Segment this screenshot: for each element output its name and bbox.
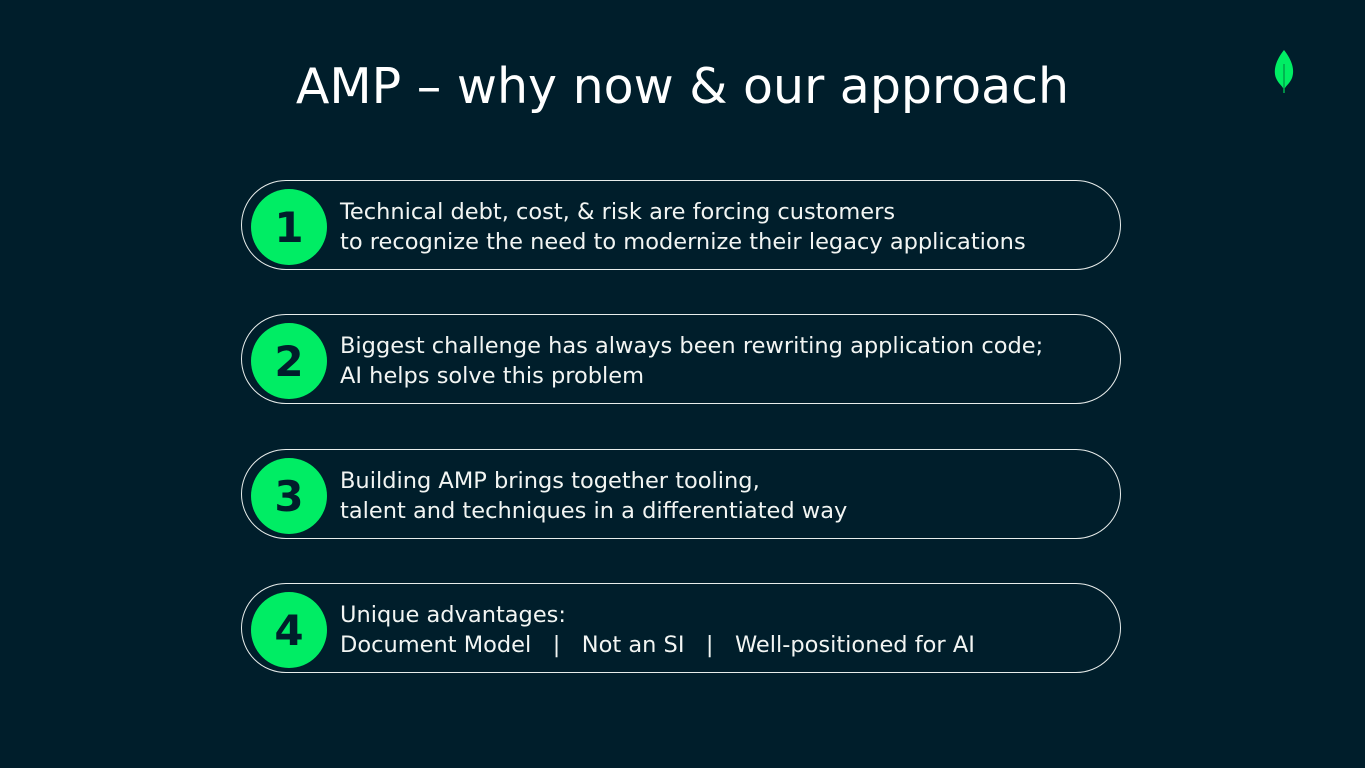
- leaf-icon: [1274, 50, 1294, 93]
- number-badge: 4: [251, 592, 327, 668]
- number-badge: 2: [251, 323, 327, 399]
- slide-title: AMP – why now & our approach: [295, 58, 1070, 115]
- point-card-2: 2 Biggest challenge has always been rewr…: [241, 314, 1121, 404]
- point-text: Biggest challenge has always been rewrit…: [340, 333, 1044, 389]
- point-card-3: 3 Building AMP brings together tooling,t…: [241, 449, 1121, 539]
- point-text: Technical debt, cost, & risk are forcing…: [340, 199, 1026, 255]
- number-badge: 1: [251, 189, 327, 265]
- point-text: Building AMP brings together tooling,tal…: [340, 468, 848, 524]
- point-card-4: 4 Unique advantages:Document Model | Not…: [241, 583, 1121, 673]
- point-text: Unique advantages:Document Model | Not a…: [340, 602, 975, 658]
- point-card-1: 1 Technical debt, cost, & risk are forci…: [241, 180, 1121, 270]
- number-badge: 3: [251, 458, 327, 534]
